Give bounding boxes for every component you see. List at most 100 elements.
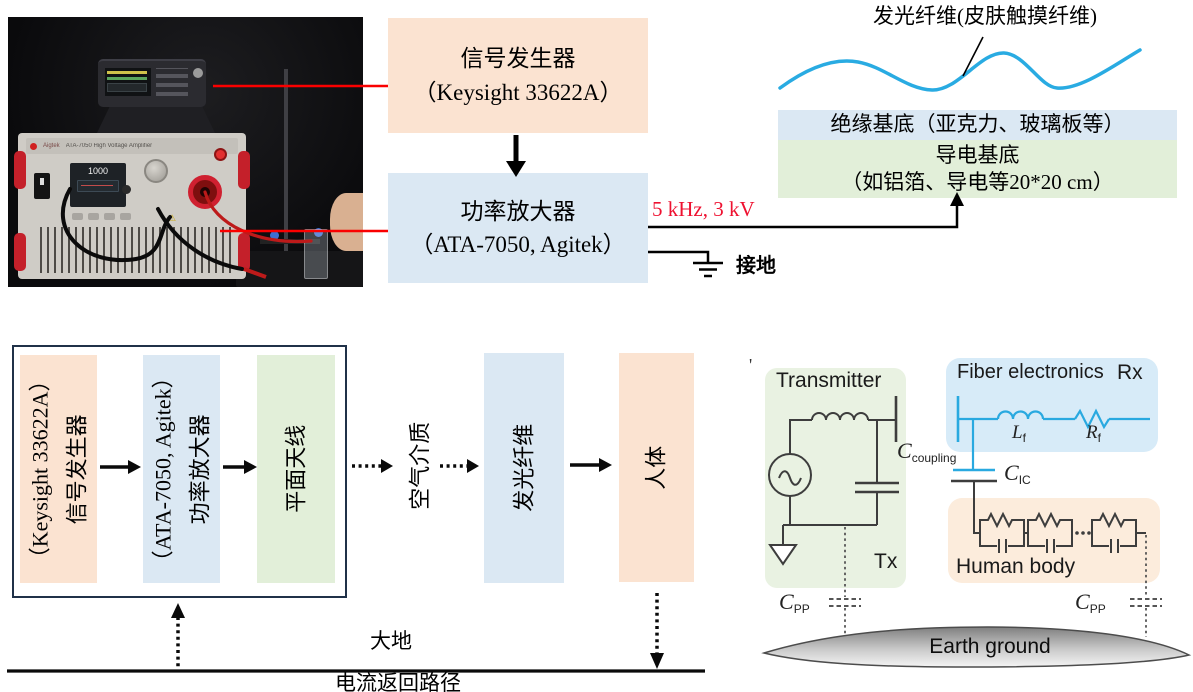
ground-label: 接地 [736,255,776,277]
dotted-arrow-antenna-air-head [381,459,393,473]
amplifier-brand-text: Aigtek [43,143,60,149]
hb-rc-unit-3 [1091,511,1137,553]
c-pp-left-label: CPP [779,589,810,616]
amplifier-panel-text: ATA-7050 High Voltage Amplifier [65,143,153,149]
signal-spec-label: 5 kHz, 3 kV [652,197,755,221]
ac-source-icon [768,453,812,497]
sample-vial [304,229,328,279]
flow-human-body-box: 人体 [619,353,694,582]
rx-inductor-icon [996,410,1045,420]
power-switch [34,173,50,199]
dotted-arrow-ground-return-head [171,603,185,618]
clamp-knob-right [314,228,323,237]
insulating-substrate-box: 绝缘基底（亚克力、玻璃板等） [778,110,1177,140]
fiber-electronics-label: Fiber electronics [957,361,1104,383]
corner-guard-right-bottom [238,233,250,271]
hand [330,193,363,251]
transmitter-label: Transmitter [776,369,882,392]
red-clip [243,267,267,279]
return-path-label: 电流返回路径 [335,671,461,692]
earth-label: 大地 [370,629,412,653]
flow-arrows [7,458,705,673]
earth-ground-label: Earth ground [929,635,1051,658]
signal-generator-device [98,59,206,107]
dotted-arrow-human-ground-head [650,653,664,669]
fiber-electronics-panel [946,358,1158,452]
fiber-circuit [953,396,1150,472]
amplifier-soft-buttons [72,213,131,220]
amplifier-logo-icon [30,142,37,150]
rx-label: Rx [1117,361,1143,384]
amplifier-knob [144,159,168,183]
flow-power-amplifier-box: （ATA-7050, Agitek） 功率放大器 [143,355,220,583]
conductive-substrate-name: 导电基底 [935,142,1020,167]
amplifier-display-graph [77,180,119,192]
lab-stand-rod [284,69,288,287]
power-amplifier-model: （ATA-7050, Agitek） [410,232,626,257]
tx-inductor-icon [811,412,869,421]
arrow-pa-antenna-head [244,460,257,474]
human-body-label: Human body [956,555,1076,578]
output-enable-button [214,148,227,161]
power-amplifier-device: Aigtek ATA-7050 High Voltage Amplifier 1… [14,133,250,279]
signal-generator-stand [96,105,216,135]
screen-strip-yellow [107,71,147,74]
hb-entry-wire [973,481,980,534]
clamp-knob-left [270,231,279,240]
human-body-circuit [951,479,1146,553]
signal-generator-name: 信号发生器 [460,46,576,72]
signal-generator-model: （Keysight 33622A） [413,79,623,105]
conductive-substrate-box: 导电基底 （如铝箔、导电等20*20 cm） [778,140,1177,198]
hb-rc-unit-2 [1027,511,1073,553]
cpp-couplings [829,527,1162,637]
warning-icon: ⚠ [168,213,177,223]
power-amplifier-box: 功率放大器 （ATA-7050, Agitek） [388,173,648,283]
tx-wire-1 [789,419,812,454]
screen-strip-green [107,77,147,80]
earth-ground-mound [761,626,1192,668]
tx-label: Tx [874,550,898,573]
arrow-sg-pa-head [128,460,141,474]
flow-luminescent-fiber-box: 发光纤维 [484,353,564,583]
corner-guard-left-top [14,151,26,189]
flow-planar-antenna-box: 平面天线 [257,355,335,583]
tx-wire-bottom [782,496,877,545]
amplifier-display: 1000 [70,163,126,207]
hv-output-arrowhead [950,192,964,206]
fiber-sketch [778,36,1142,92]
signal-generator-knob [193,68,203,78]
stray-mark: ' [749,355,753,375]
power-amplifier-name: 功率放大器 [460,198,576,224]
hb-rc-unit-1 [979,511,1025,553]
dotted-arrow-air-fiber-head [467,459,479,473]
l-f-label: Lf [1012,422,1026,445]
corner-guard-right-top [238,151,250,189]
ground-wire [648,250,710,263]
corner-guard-left-bottom [14,233,26,271]
hb-dots-icon [1075,531,1079,535]
fiber-callout-title: 发光纤维(皮肤触摸纤维) [873,4,1097,28]
rx-resistor-icon [1074,408,1110,430]
input-jack [122,185,131,194]
lab-stand-base [236,251,363,287]
photo-callout-lines [213,84,388,233]
flow-signal-generator-box: （Keysight 33622A） 信号发生器 [20,355,97,583]
c-coupling-label: Ccoupling [897,438,957,465]
setup-photo: Aigtek ATA-7050 High Voltage Amplifier 1… [8,17,363,287]
c-pp-right-label: CPP [1075,589,1106,616]
top-connectors [506,135,964,278]
signal-generator-box: 信号发生器 （Keysight 33622A） [388,18,648,133]
screen-waveform-area [107,83,147,92]
ventilation-slots [40,227,236,273]
arrow-siggen-to-amp-head [506,161,526,177]
black-cable-2 [156,207,244,271]
insulating-substrate-label: 绝缘基底（亚克力、玻璃板等） [830,112,1125,137]
hv-output-line [648,204,959,229]
c-ic-label: CIC [1004,460,1031,487]
fiber-callout-line [962,36,984,77]
luminescent-fiber-wave [778,48,1142,92]
signal-generator-screen [105,68,151,96]
arrow-fiber-human-head [599,458,612,472]
